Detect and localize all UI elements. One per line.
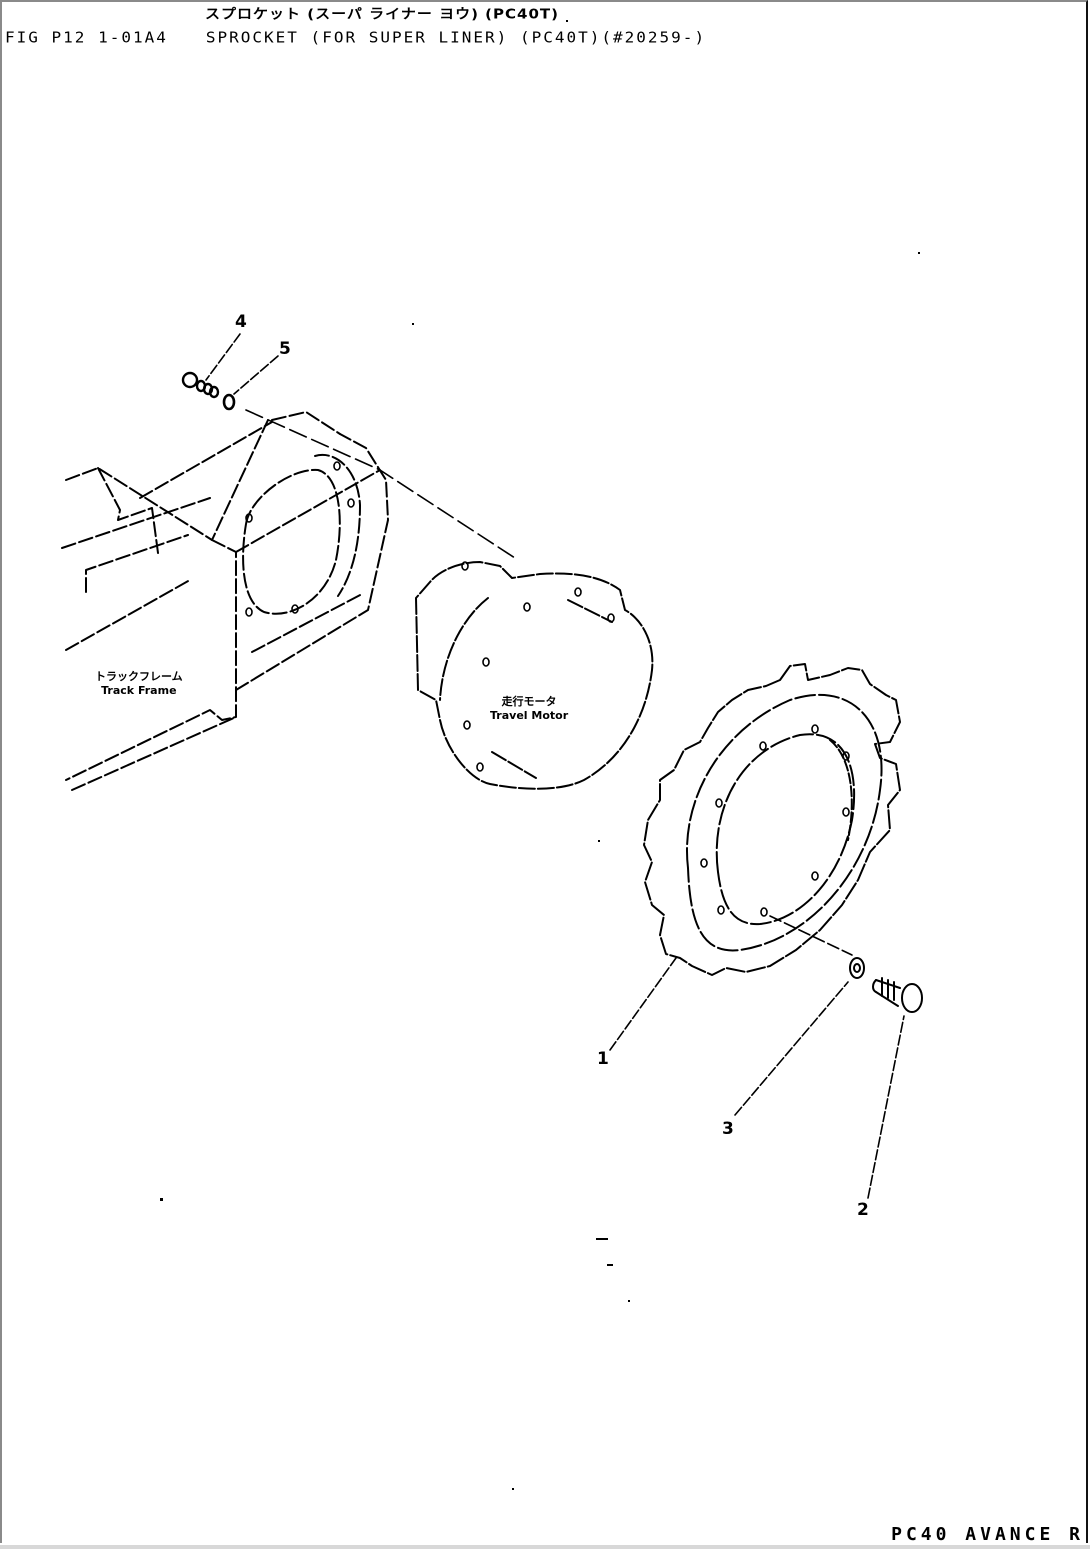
model-footer: PC40 AVANCE R	[891, 1524, 1084, 1545]
leader-line-1	[609, 957, 677, 1051]
track-frame-bolt-holes	[245, 461, 355, 617]
travel-motor-label-en: Travel Motor	[490, 709, 569, 722]
plug-washer-drawing	[222, 393, 236, 411]
leader-line-3	[734, 981, 849, 1116]
sprocket-bolt-holes	[700, 724, 850, 917]
sprocket-drawing	[643, 663, 901, 976]
washer-drawing	[849, 957, 865, 979]
figure-title: SPROCKET (FOR SUPER LINER) (PC40T)(#2025…	[205, 28, 707, 47]
track-frame-drawing	[61, 411, 389, 791]
track-frame-label-jp: トラックフレーム	[95, 670, 183, 683]
travel-motor-label-jp: 走行モータ	[501, 695, 557, 708]
title-english: FIG P12 1-01A4 SPROCKET (FOR SUPER LINER)…	[5, 28, 706, 46]
bottom-scroll-edge	[0, 1545, 1090, 1549]
plug-bolt-drawing	[181, 371, 220, 399]
scan-artifacts	[160, 20, 920, 1490]
travel-motor-drawing	[415, 561, 654, 790]
leader-line-5	[233, 355, 279, 395]
leader-line-2	[867, 1015, 905, 1199]
leader-lines	[205, 333, 905, 1199]
leader-line-4	[205, 333, 241, 381]
callout-2-bolt: 2	[857, 1200, 869, 1220]
callout-4-plug-bolt: 4	[235, 312, 247, 332]
callout-5-plug-washer: 5	[279, 339, 291, 359]
alignment-line-frame-to-motor	[245, 409, 519, 561]
callout-3-washer: 3	[722, 1119, 734, 1139]
title-japanese: スプロケット (スーパ ライナー ヨウ) (PC40T)	[205, 5, 559, 23]
track-frame-label-en: Track Frame	[101, 684, 177, 697]
figure-id: FIG P12 1-01A4	[5, 28, 168, 47]
bolt-drawing	[872, 977, 923, 1013]
travel-motor-label: 走行モータ Travel Motor	[490, 695, 568, 723]
callout-1-sprocket: 1	[597, 1049, 609, 1069]
travel-motor-bolt-holes	[461, 561, 615, 772]
alignment-line-sprocket-to-washer	[769, 915, 853, 956]
track-frame-label: トラックフレーム Track Frame	[95, 670, 183, 698]
